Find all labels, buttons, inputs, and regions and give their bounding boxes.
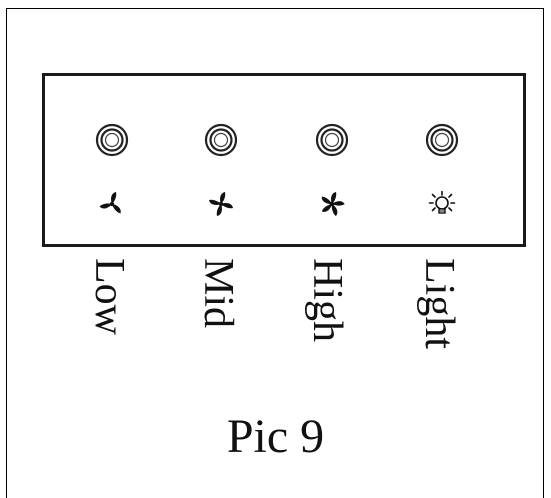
figure-frame [6, 8, 544, 498]
label-low: Low [86, 258, 132, 335]
fan-mid-icon [206, 189, 236, 219]
low-button[interactable] [94, 122, 130, 158]
high-button[interactable] [314, 122, 350, 158]
light-button[interactable] [424, 122, 460, 158]
light-button-ring-icon [425, 123, 459, 157]
figure-caption: Pic 9 [226, 410, 325, 463]
high-button-ring-icon [315, 123, 349, 157]
light-bulb-icon [427, 189, 457, 219]
label-mid: Mid [195, 258, 241, 329]
mid-button-ring-icon [204, 123, 238, 157]
label-light: Light [416, 258, 462, 349]
low-button-ring-icon [95, 123, 129, 157]
fan-high-icon [317, 189, 347, 219]
label-high: High [304, 258, 350, 342]
mid-button[interactable] [203, 122, 239, 158]
fan-low-icon [97, 189, 127, 219]
control-panel [42, 73, 526, 247]
